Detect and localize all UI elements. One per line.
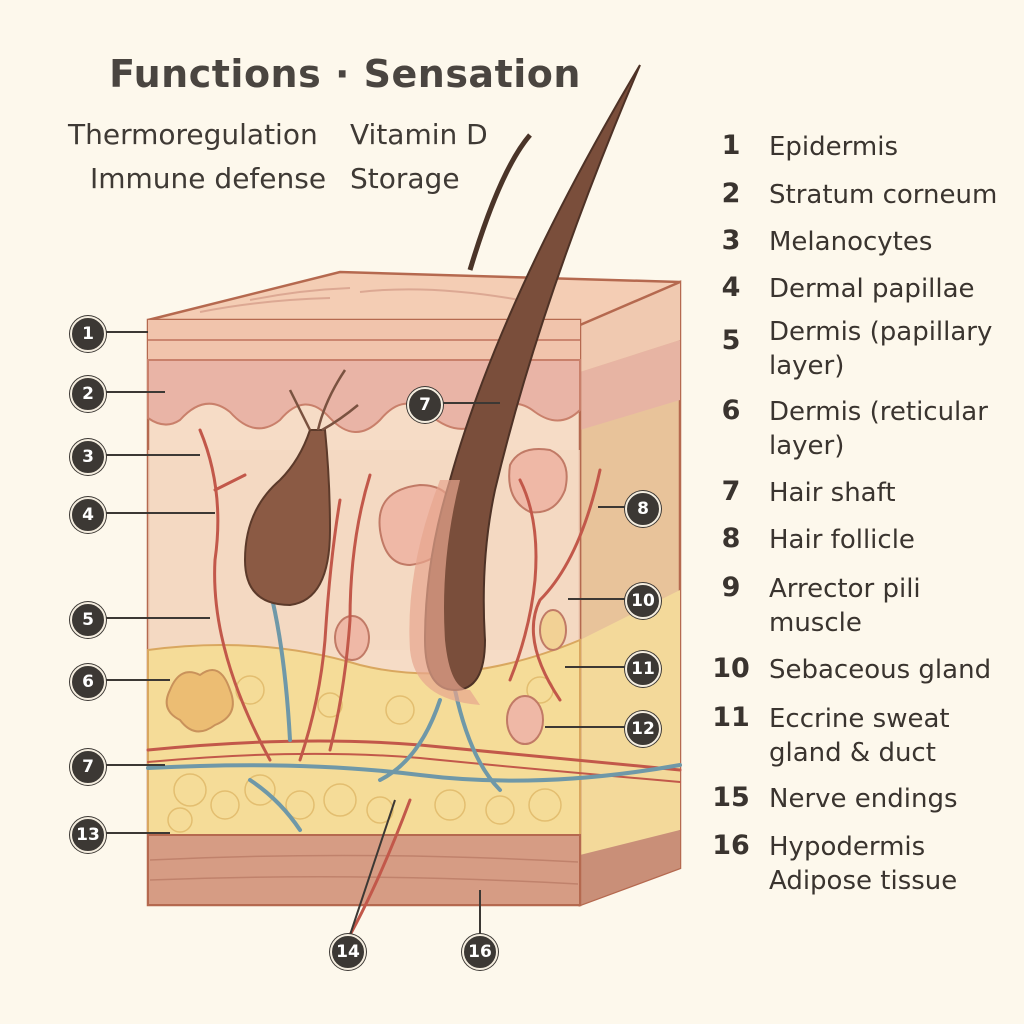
legend-number: 3 (721, 225, 741, 256)
legend-number: 6 (721, 395, 741, 426)
legend-number: 11 (712, 702, 750, 733)
legend-number: 10 (712, 653, 750, 684)
reticular-dermis (148, 450, 580, 650)
legend-item: 5 Dermis (papillary layer) (705, 315, 1020, 383)
legend-item: 4 Dermal papillae (705, 272, 1020, 306)
legend-number: 15 (712, 782, 750, 813)
callout-7-hair: 7 (407, 387, 443, 423)
hair-follicle-left (243, 429, 332, 607)
legend-item: 9 Arrector pili muscle (705, 572, 1020, 640)
legend-item: 7 Hair shaft (705, 476, 1020, 510)
callout-10: 10 (625, 583, 661, 619)
veins (146, 588, 682, 832)
callout-6: 6 (70, 664, 106, 700)
callout-11: 11 (625, 651, 661, 687)
legend-item: 3 Melanocytes (705, 225, 1020, 259)
function-thermoregulation: Thermoregulation (68, 118, 318, 151)
legend-number: 2 (721, 178, 741, 209)
callout-14: 14 (330, 934, 366, 970)
legend-number: 9 (721, 572, 741, 603)
sebaceous-gland-right (508, 448, 568, 514)
legend-number: 8 (721, 523, 741, 554)
sweat-gland-coil-2 (539, 609, 567, 651)
legend-label: Hair shaft (769, 478, 896, 508)
legend-number: 1 (721, 130, 741, 161)
hair-shaft-main (423, 64, 641, 692)
callout-2: 2 (70, 376, 106, 412)
adipose-cells (167, 675, 562, 833)
sweat-gland-coil-3 (506, 695, 544, 745)
function-storage: Storage (350, 162, 460, 195)
hair-tip-strand (467, 133, 532, 271)
legend-number: 7 (721, 476, 741, 507)
callout-13: 13 (70, 817, 106, 853)
sweat-gland-coil-1 (334, 615, 370, 661)
leader-lines (103, 331, 625, 936)
side-epidermis (580, 282, 680, 372)
block-top-surface (147, 270, 681, 327)
legend-item: 16 Hypodermis Adipose tissue (705, 830, 1020, 898)
legend-label: Hair follicle (769, 525, 915, 555)
legend-item: 2 Stratum corneum (705, 178, 1020, 212)
hair-follicle-sheath (409, 480, 480, 705)
legend-label: Sebaceous gland (769, 655, 992, 685)
function-immune-defense: Immune defense (90, 162, 327, 195)
legend-label: Dermis (reticular layer) (769, 397, 988, 461)
legend-label: Nerve endings (769, 784, 958, 814)
legend-item: 1 Epidermis (705, 130, 1020, 164)
legend-label: Stratum corneum (769, 180, 998, 210)
callout-4: 4 (70, 497, 106, 533)
legend-label: Epidermis (769, 132, 898, 162)
legend-label: Dermis (papillary layer) (769, 317, 993, 381)
side-dermis-upper (580, 340, 680, 430)
function-vitamin-d: Vitamin D (350, 118, 488, 151)
fat-lobule (165, 669, 234, 733)
callout-16: 16 (462, 934, 498, 970)
callout-5: 5 (70, 602, 106, 638)
callout-1: 1 (70, 316, 106, 352)
legend-item: 15 Nerve endings (705, 782, 1020, 816)
legend-item: 10 Sebaceous gland (705, 653, 1020, 687)
legend-label: Arrector pili muscle (769, 574, 921, 638)
hair-roots (288, 369, 359, 432)
callout-8: 8 (625, 491, 661, 527)
legend-number: 5 (721, 325, 741, 356)
callout-12: 12 (625, 711, 661, 747)
legend-number: 4 (721, 272, 741, 303)
side-bottom (580, 830, 680, 905)
callout-7-left: 7 (70, 749, 106, 785)
legend-item: 6 Dermis (reticular layer) (705, 395, 1020, 463)
legend-item: 11 Eccrine sweat gland & duct (705, 702, 1020, 770)
legend-label: Hypodermis Adipose tissue (769, 832, 958, 896)
callout-3: 3 (70, 439, 106, 475)
legend-number: 16 (712, 830, 750, 861)
diagram-title: Functions · Sensation (109, 52, 581, 96)
legend-item: 8 Hair follicle (705, 523, 1020, 557)
legend-label: Eccrine sweat gland & duct (769, 704, 950, 768)
legend-label: Melanocytes (769, 227, 933, 257)
legend-label: Dermal papillae (769, 274, 975, 304)
